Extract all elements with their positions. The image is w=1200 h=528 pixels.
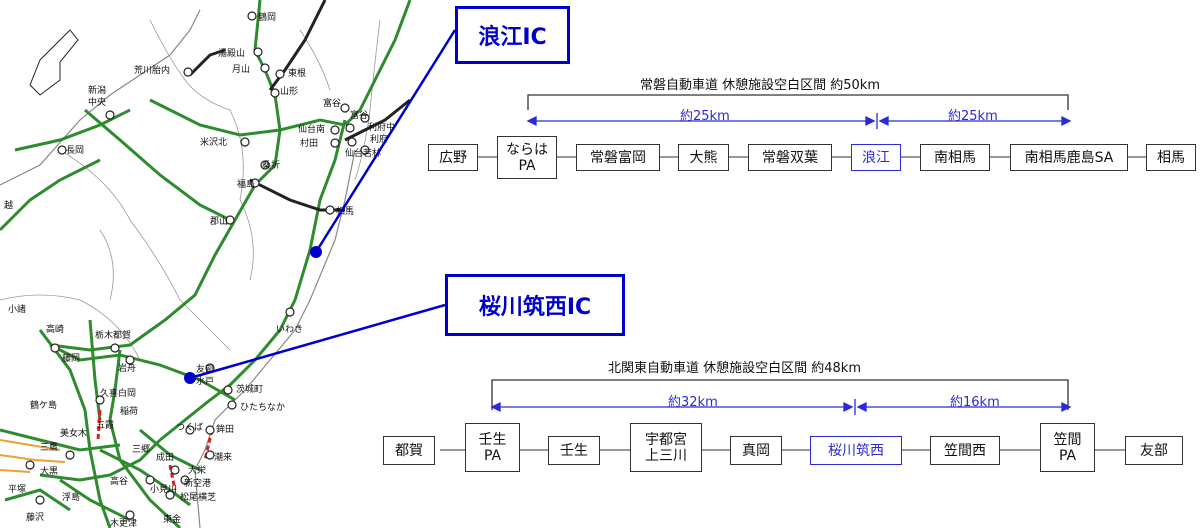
map-label: 高谷 — [110, 475, 128, 487]
kitakanto-stop-tomobe: 友部 — [1125, 436, 1183, 465]
map-label: いわき — [276, 324, 303, 335]
map-label: 水戸 — [196, 375, 214, 387]
kitakanto-stop-tsuga: 都賀 — [383, 436, 435, 465]
map-label: 鶴ケ島 — [30, 399, 57, 411]
joban-dist-right: 約25km — [948, 109, 998, 124]
sakuragawa-ic-callout: 桜川筑西IC — [445, 274, 625, 336]
map-label: 郡山 — [210, 216, 228, 227]
map-label: 稲荷 — [120, 405, 138, 417]
map-label: 越 — [4, 199, 13, 211]
map-label: 東根 — [288, 67, 306, 79]
map-label: 月山 — [232, 64, 250, 75]
kitakanto-title: 北関東自動車道 休憩施設空白区間 約48km — [608, 361, 861, 376]
map-label: 中央 — [88, 96, 106, 108]
map-label: 米沢北 — [200, 136, 227, 148]
map-label: 山形 — [280, 85, 298, 97]
map-label: 松尾横芝 — [180, 491, 216, 503]
map-label: 富谷 — [323, 97, 341, 109]
map-label: 新空港 — [184, 477, 211, 489]
joban-stop-hirono: 広野 — [428, 144, 478, 171]
map-label: 三郷 — [132, 444, 150, 455]
joban-stop-minamisoma: 南相馬 — [920, 144, 990, 171]
map-label: 高崎 — [46, 323, 64, 335]
map-label: 小見川 — [150, 484, 177, 495]
joban-stop-joban-tomioka: 常磐富岡 — [576, 144, 660, 171]
joban-stop-minamisoma-kashima-sa: 南相馬鹿島SA — [1010, 144, 1128, 171]
sakuragawa-ic-marker — [184, 372, 196, 384]
map-label: 湯殿山 — [218, 48, 245, 59]
map-label: 友部 — [196, 363, 214, 375]
joban-stop-soma: 相馬 — [1146, 144, 1196, 171]
kitakanto-dist-left: 約32km — [668, 395, 718, 410]
joban-stop-naraha-pa: ならは PA — [497, 136, 557, 179]
map-label: 岩舟 — [118, 362, 136, 374]
map-label: 成田 — [156, 451, 174, 463]
map-label: 藤岡 — [62, 352, 80, 364]
kitakanto-stop-sakuragawa-chikusei: 桜川筑西 — [810, 436, 902, 465]
kitakanto-stop-kasama-nishi: 笠間西 — [930, 436, 1000, 465]
kitakanto-stop-utsunomiya-kaminokawa: 宇都宮 上三川 — [630, 423, 702, 472]
map-label: 美女木 — [60, 427, 87, 439]
map-label: 潮来 — [214, 451, 232, 463]
map-label: 桑折 — [262, 159, 280, 171]
map-label: 相馬 — [336, 205, 354, 217]
joban-stop-namie: 浪江 — [851, 144, 901, 171]
expressway-map: 鶴岡 湯殿山 月山 荒川胎内 東根 山形 新潟 中央 富谷 富谷 米沢北 仙台南… — [0, 0, 412, 528]
map-label: 福島 — [237, 178, 255, 190]
kitakanto-dist-right: 約16km — [950, 395, 1000, 410]
map-label: 仙台若林 — [345, 147, 381, 159]
map-label: つくば — [176, 422, 203, 433]
kitakanto-stop-kasama-pa: 笠間 PA — [1040, 423, 1095, 472]
map-label: 浮島 — [62, 491, 80, 503]
kitakanto-stop-mibu-pa: 壬生 PA — [465, 423, 520, 472]
map-label: ひたちなか — [240, 402, 285, 413]
map-label: 大黒 — [40, 465, 58, 477]
map-label: 仙台南 — [298, 123, 325, 135]
sado-island — [29, 29, 79, 96]
map-label: 三鷹 — [40, 441, 58, 453]
map-label: 富谷 — [350, 109, 368, 121]
map-label: 栃木都賀 — [95, 329, 131, 341]
joban-stop-okuma: 大熊 — [678, 144, 729, 171]
coastline — [0, 9, 201, 186]
namie-ic-callout: 浪江IC — [455, 6, 570, 64]
kitakanto-stop-moka: 真岡 — [730, 436, 782, 465]
map-label: 藤沢 — [26, 511, 44, 523]
map-label: 平塚 — [8, 484, 26, 495]
map-label: 東金 — [163, 513, 181, 525]
map-label: 鶴岡 — [258, 11, 276, 23]
joban-stop-joban-futaba: 常磐双葉 — [748, 144, 832, 171]
map-label: 五霞 — [96, 420, 114, 431]
map-label: 荒川胎内 — [134, 64, 170, 76]
map-label: 利府中 — [368, 121, 395, 133]
joban-dist-left: 約25km — [680, 109, 730, 124]
map-label: 大栄 — [188, 464, 206, 476]
kitakanto-stop-mibu: 壬生 — [548, 436, 600, 465]
map-label: 鉾田 — [216, 423, 234, 435]
joban-title: 常磐自動車道 休憩施設空白区間 約50km — [640, 78, 880, 93]
map-label: 小諸 — [8, 303, 26, 315]
map-label: 木更津 — [110, 517, 137, 528]
map-label: 茨城町 — [236, 383, 263, 395]
map-label: 新潟 — [88, 84, 106, 96]
map-label: 村田 — [300, 137, 318, 149]
namie-ic-marker — [310, 246, 322, 258]
map-label: 長岡 — [66, 145, 84, 156]
map-label: 利府 — [370, 133, 388, 145]
map-label: 久喜白岡 — [100, 387, 136, 399]
